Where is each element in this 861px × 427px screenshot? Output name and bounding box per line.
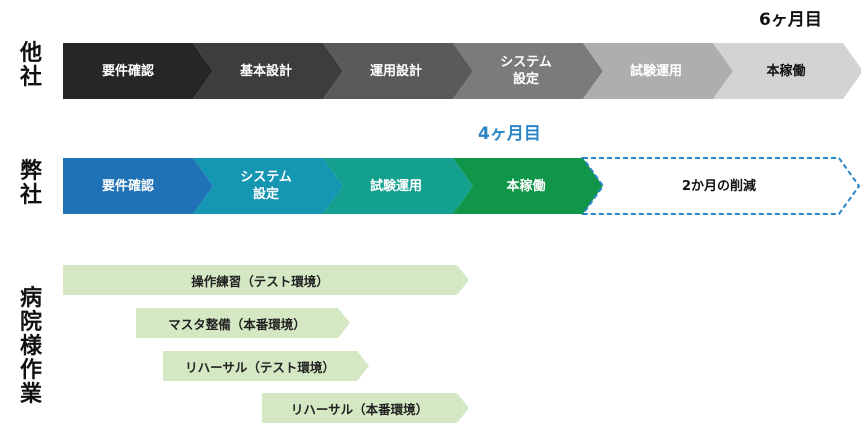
our-step-2-label: システム 設定: [240, 170, 292, 202]
hospital-task-label: マスタ整備（本番環境）: [168, 316, 306, 332]
our-step-4-label: 本稼働: [506, 178, 546, 194]
our-step-1-label: 要件確認: [101, 178, 154, 194]
our-step-1: 要件確認: [63, 158, 213, 214]
hospital-task-label: 操作練習（テスト環境）: [191, 273, 329, 289]
duration-6-months: 6ヶ月目: [759, 10, 822, 30]
other-step-6-label: 本稼働: [766, 63, 806, 79]
reduction-chevron: 2か月の削減: [581, 157, 861, 215]
hospital-task-label: リハーサル（テスト環境）: [185, 359, 335, 375]
other-step-5-label: 試験運用: [629, 63, 682, 79]
reduction-chevron-label: 2か月の削減: [681, 178, 757, 194]
hospital-task-3: リハーサル（テスト環境）: [163, 351, 369, 381]
our-step-4: 本稼働: [453, 158, 603, 214]
other-step-1-label: 要件確認: [101, 63, 154, 79]
other-step-3-label: 運用設計: [369, 63, 422, 79]
row-label-our-company: 弊社: [19, 159, 42, 208]
duration-4-months: 4ヶ月目: [478, 124, 541, 144]
other-step-5: 試験運用: [583, 43, 733, 99]
row-label-other-company: 他社: [19, 41, 42, 90]
other-step-1: 要件確認: [63, 43, 213, 99]
other-step-2: 基本設計: [193, 43, 343, 99]
hospital-task-1: 操作練習（テスト環境）: [63, 265, 469, 295]
other-step-3: 運用設計: [323, 43, 473, 99]
row-label-hospital-tasks: 病院様作業: [19, 286, 42, 407]
hospital-task-4: リハーサル（本番環境）: [262, 393, 469, 423]
other-step-2-label: 基本設計: [239, 63, 292, 79]
other-step-4-label: システム 設定: [500, 55, 552, 87]
our-step-2: システム 設定: [193, 158, 343, 214]
our-step-3-label: 試験運用: [369, 178, 422, 194]
other-step-6: 本稼働: [713, 43, 861, 99]
our-step-3: 試験運用: [323, 158, 473, 214]
other-step-4: システム 設定: [453, 43, 603, 99]
hospital-task-2: マスタ整備（本番環境）: [136, 308, 350, 338]
hospital-task-label: リハーサル（本番環境）: [290, 401, 429, 417]
